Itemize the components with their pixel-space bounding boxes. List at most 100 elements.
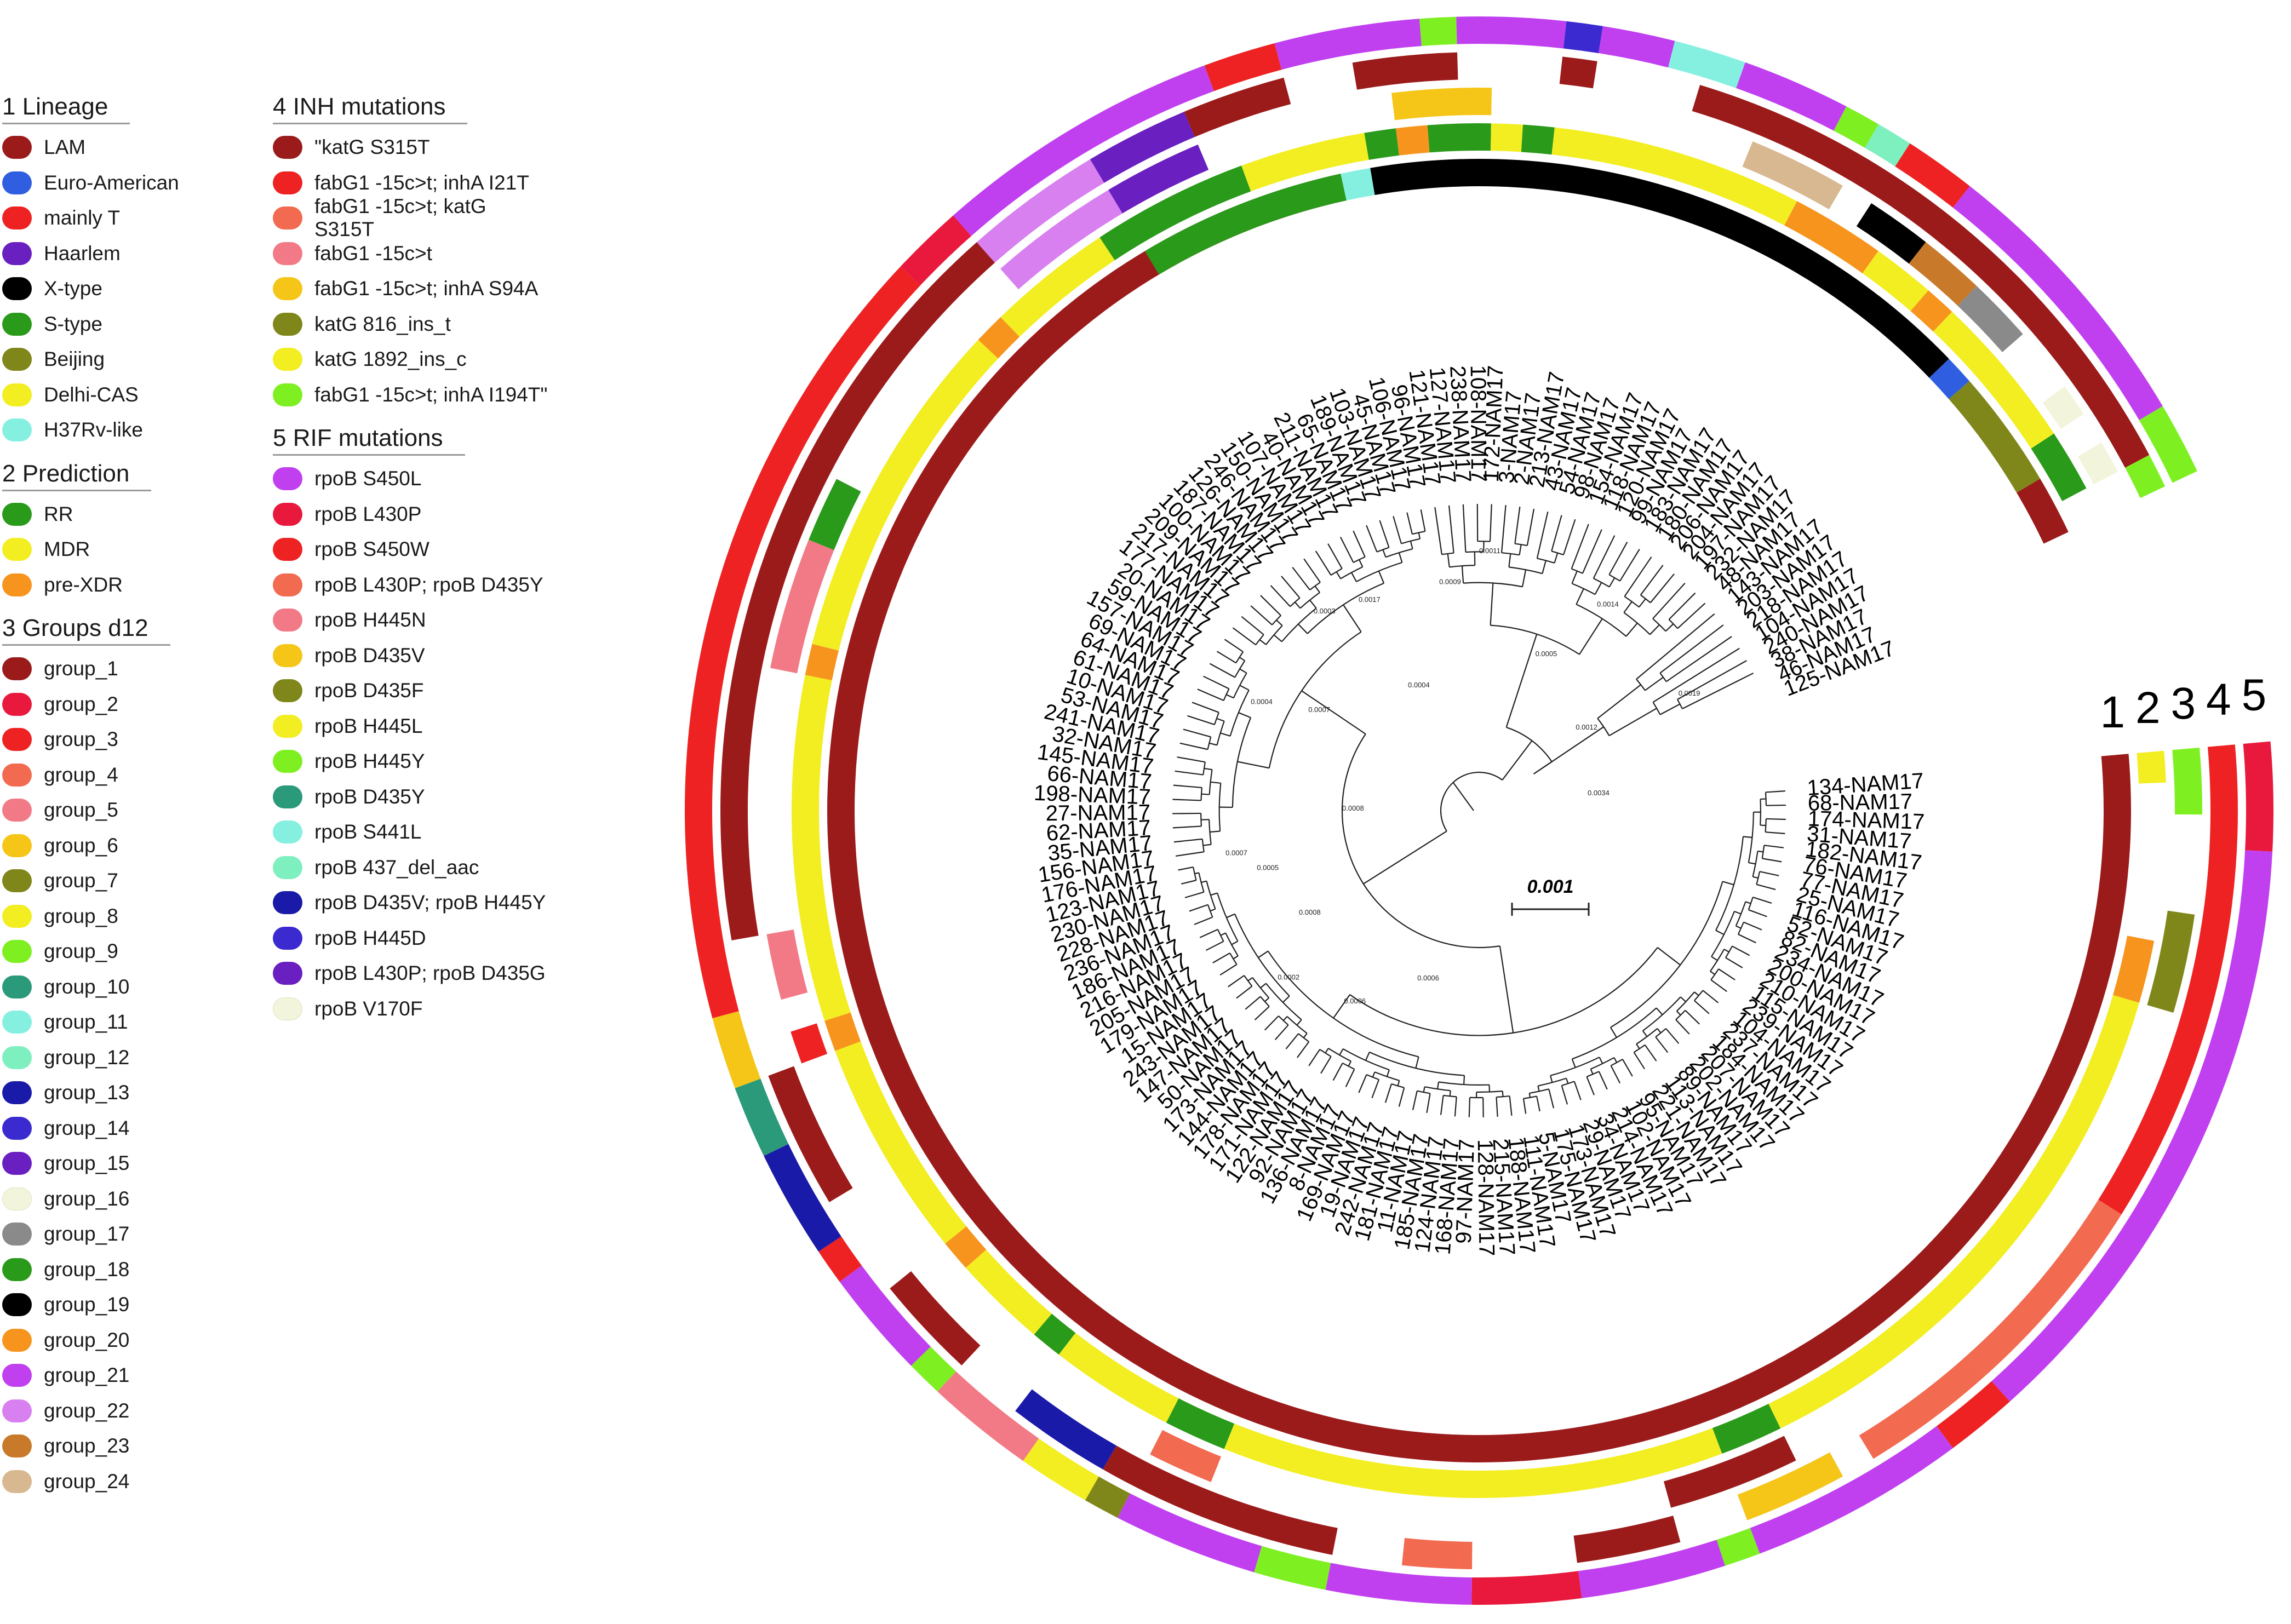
legend-item-label: fabG1 -15c>t; katG S315T	[314, 195, 486, 241]
branch	[1694, 1000, 1710, 1014]
ring-segment	[1895, 143, 1970, 208]
branch	[1406, 512, 1413, 535]
branch	[1351, 572, 1357, 582]
branch	[1179, 742, 1208, 750]
legend-item: group_23	[2, 1428, 179, 1464]
branch-length-label: 0.0002	[1278, 973, 1299, 982]
legend-item: rpoB D435Y	[273, 779, 548, 815]
branch-arc	[1202, 762, 1206, 775]
branch	[1762, 858, 1782, 863]
branch	[1172, 825, 1201, 829]
branch	[1608, 542, 1628, 575]
ring-segment	[1150, 1430, 1221, 1482]
ring-segment	[1937, 1381, 2010, 1448]
legend-swatch	[2, 904, 32, 928]
branch-arc	[1636, 679, 1646, 691]
ring-segment	[770, 540, 834, 674]
branch	[1339, 536, 1354, 563]
branch	[1536, 511, 1549, 559]
legend-swatch	[2, 1258, 32, 1281]
branch	[1294, 601, 1301, 609]
branch-arc	[1366, 1074, 1379, 1081]
ring-groups	[766, 88, 2202, 1508]
branch-length-label: 0.0017	[1359, 595, 1381, 604]
branch	[1358, 1074, 1367, 1093]
legend-item-label: "katG S315T	[314, 136, 430, 159]
branch	[1398, 552, 1403, 563]
branch-arc	[1341, 733, 1500, 949]
ring-segment	[937, 1371, 1039, 1461]
legend-swatch	[2, 1434, 32, 1458]
legend-swatch	[273, 502, 302, 526]
branch	[1241, 616, 1264, 635]
branch	[1723, 949, 1729, 953]
ring-segment	[2098, 744, 2238, 1215]
legend-swatch	[273, 538, 302, 561]
branch-length-label: 0.0011	[1479, 547, 1500, 555]
legend-swatch	[273, 750, 302, 773]
branch	[1273, 634, 1282, 642]
legend-item: rpoB H445Y	[273, 744, 548, 779]
branch-arc	[1255, 634, 1264, 645]
branch	[1258, 950, 1269, 959]
branch	[1209, 742, 1217, 746]
ring-segment	[1663, 1436, 1796, 1508]
branch-arc	[1417, 1090, 1430, 1094]
branch	[1236, 985, 1253, 999]
branch	[1644, 1045, 1657, 1061]
branch	[1509, 1095, 1513, 1116]
ring-segment	[1274, 19, 1422, 70]
branch-arc	[1213, 712, 1219, 725]
ring-segment	[1456, 16, 1567, 49]
leaf-label: 128-NAM17	[1473, 1139, 1499, 1256]
branch	[1594, 582, 1602, 595]
branch	[1209, 663, 1235, 678]
branch	[1633, 1052, 1645, 1070]
branch	[1554, 553, 1559, 564]
branch	[1657, 1028, 1662, 1034]
branch-arc	[1216, 721, 1225, 745]
ring-segment	[2042, 386, 2084, 429]
branch	[1725, 957, 1743, 968]
branch	[1384, 1083, 1392, 1103]
legend-swatch	[273, 242, 302, 265]
branch	[1649, 624, 1660, 635]
legend-swatch	[2, 834, 32, 857]
legend-swatch	[2, 171, 32, 194]
ring-segment	[1341, 168, 1375, 201]
legend-item: S-type	[2, 307, 179, 342]
branch	[1379, 520, 1390, 548]
ring-segment	[1865, 124, 1910, 167]
branch	[1640, 565, 1664, 595]
branch	[1743, 836, 1752, 839]
ring-segment	[1768, 995, 2139, 1428]
branch	[1210, 830, 1221, 833]
ring-segment	[1099, 165, 1251, 261]
branch-arc	[1572, 583, 1596, 595]
branch	[1237, 761, 1270, 769]
legend-item: group_8	[2, 899, 179, 934]
legend-swatch	[2, 1046, 32, 1069]
legend-item-label: Haarlem	[44, 242, 121, 265]
branch-arc	[1715, 836, 1744, 931]
legend-swatch	[2, 799, 32, 822]
legend-item: group_2	[2, 687, 179, 722]
ring-segment	[945, 1226, 987, 1268]
legend-item: rpoB L430P	[273, 497, 548, 532]
ring-segment	[1471, 1571, 1582, 1605]
branch-arc	[1271, 615, 1281, 626]
ring-segment	[1000, 190, 1122, 290]
leaf-label: 198-NAM17	[1033, 781, 1151, 810]
branch	[1702, 990, 1719, 1003]
branch	[1448, 505, 1454, 553]
leaf-label: 68-NAM17	[1807, 789, 1912, 815]
ring-segment	[1559, 56, 1597, 89]
branch	[1665, 623, 1674, 632]
branch	[1490, 583, 1494, 626]
legend-item-label: group_6	[44, 834, 118, 857]
branch	[1652, 582, 1686, 619]
branch	[1247, 977, 1253, 982]
branch	[1270, 585, 1291, 607]
branch-length-label: 0.0034	[1588, 789, 1610, 797]
